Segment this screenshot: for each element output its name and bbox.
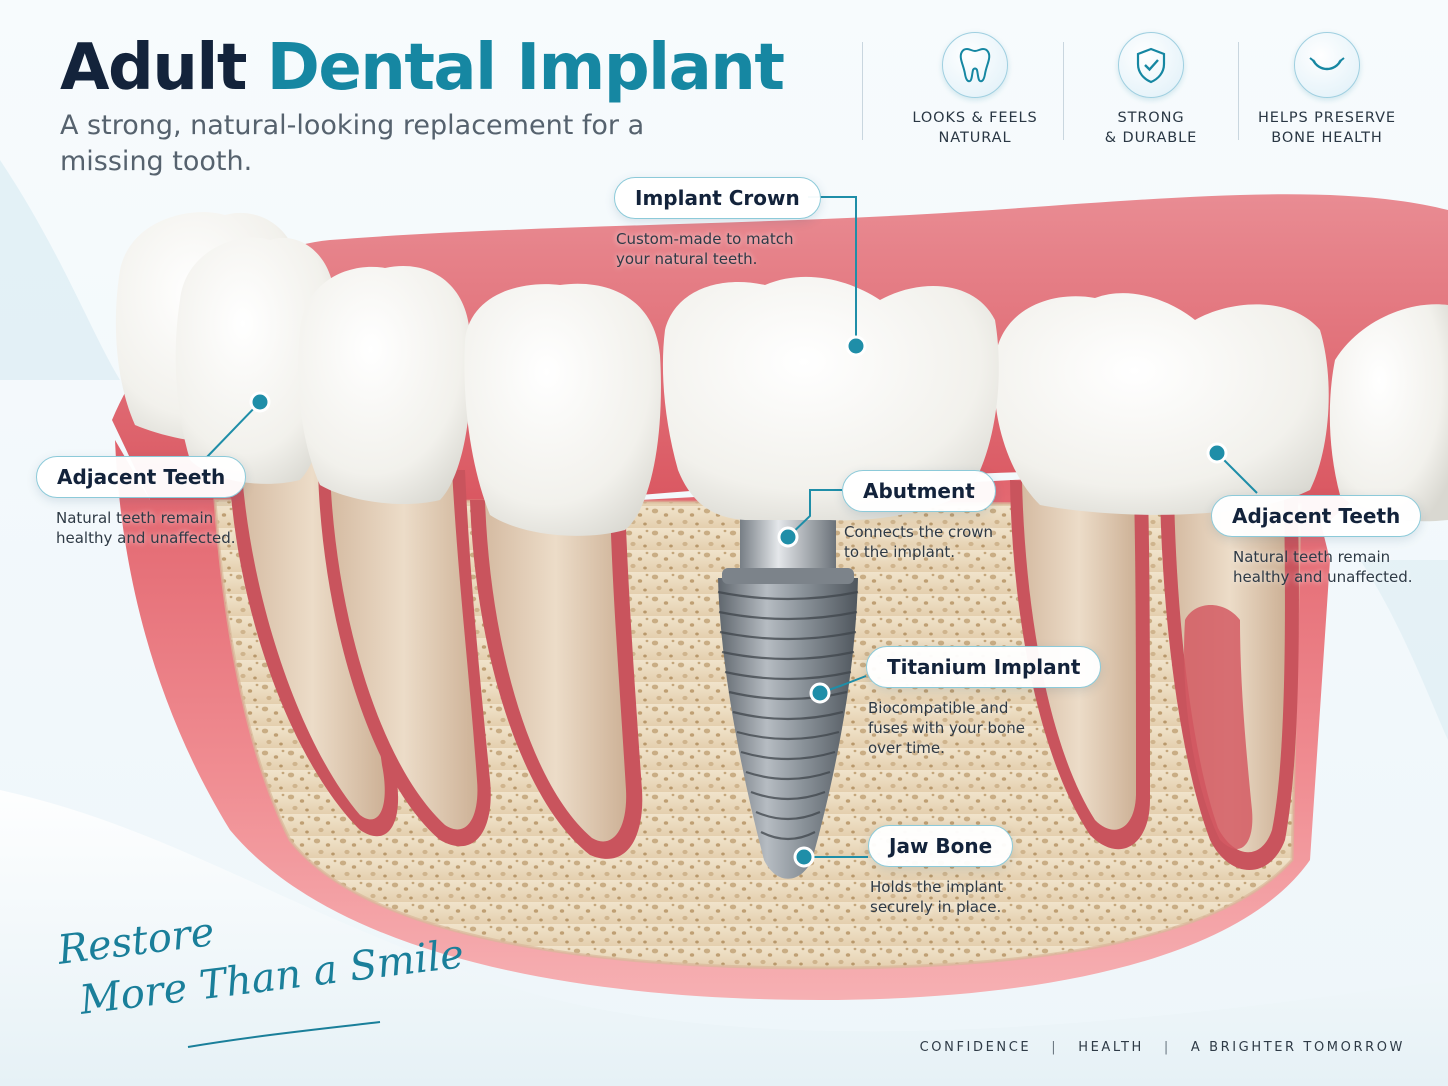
callout-adjacent-teeth-right: Adjacent Teeth Natural teeth remain heal… [1211,495,1422,587]
marker-dot-implant-crown[interactable] [845,335,867,357]
feature-durable-label: STRONG & DURABLE [1104,110,1198,146]
footer-item-confidence: CONFIDENCE [919,1040,1032,1055]
feature-bone-health-label: HELPS PRESERVE BONE HEALTH [1257,110,1396,146]
marker-dot-jaw-bone[interactable] [793,846,815,868]
leader-line-abutment [787,489,842,538]
feature-natural-label: LOOKS & FEELS NATURAL [912,110,1038,146]
feature-divider [1063,42,1064,140]
callout-adjacent-left-title: Adjacent Teeth [36,456,247,498]
tooth-icon [942,32,1008,98]
page-title: Adult Dental Implant [60,28,785,108]
callout-jaw-bone-desc: Holds the implant securely in place. [870,878,1004,916]
callout-implant-crown: Implant Crown Custom-made to match your … [614,177,821,269]
title-part-dark: Adult [60,31,247,105]
marker-dot-titanium-implant[interactable] [809,682,831,704]
callout-implant-crown-title: Implant Crown [614,177,821,219]
page-subtitle: A strong, natural-looking replacement fo… [60,110,645,177]
tagline: Restore More Than a Smile [55,909,466,1024]
titanium-implant-graphic [717,578,859,879]
callout-adjacent-right-desc: Natural teeth remain healthy and unaffec… [1233,548,1413,586]
shield-check-icon [1118,32,1184,98]
callout-adjacent-teeth-left: Adjacent Teeth Natural teeth remain heal… [36,456,247,548]
background-swoosh-left [0,160,120,380]
title-part-accent: Dental Implant [266,31,785,105]
footer-separator: | [1051,1040,1059,1055]
callout-titanium-implant-title: Titanium Implant [866,646,1102,688]
feature-divider [1238,42,1239,140]
feature-divider [862,42,863,140]
feature-durable: STRONG & DURABLE [1061,32,1241,148]
bottom-wave [0,790,1448,1086]
tagline-underline [187,1021,381,1048]
smile-icon [1294,32,1360,98]
footer-item-brighter-tomorrow: A BRIGHTER TOMORROW [1190,1040,1405,1055]
footer-item-health: HEALTH [1078,1040,1144,1055]
footer-values: CONFIDENCE | HEALTH | A BRIGHTER TOMORROW [920,1040,1405,1055]
callout-abutment-title: Abutment [842,470,996,512]
tooth-roots [228,440,1299,870]
leader-line-implant-crown [808,196,857,346]
marker-dot-adjacent-right[interactable] [1206,442,1228,464]
callout-adjacent-right-title: Adjacent Teeth [1211,495,1422,537]
abutment-graphic [722,512,854,584]
callout-jaw-bone: Jaw Bone Holds the implant securely in p… [868,825,1014,917]
callout-abutment: Abutment Connects the crown to the impla… [842,470,996,562]
leader-line-adjacent-left [205,401,261,459]
feature-bone-health: HELPS PRESERVE BONE HEALTH [1237,32,1417,148]
background-swoosh-right [1360,560,1448,740]
natural-teeth-crowns [115,212,1448,536]
callout-adjacent-left-desc: Natural teeth remain healthy and unaffec… [56,509,236,547]
implant-crown-graphic [662,276,999,521]
footer-separator: | [1163,1040,1171,1055]
feature-natural: LOOKS & FEELS NATURAL [885,32,1065,148]
marker-dot-abutment[interactable] [777,526,799,548]
callout-abutment-desc: Connects the crown to the implant. [844,523,994,561]
marker-dot-adjacent-left[interactable] [249,391,271,413]
callout-titanium-implant: Titanium Implant Biocompatible and fuses… [866,646,1102,758]
callout-implant-crown-desc: Custom-made to match your natural teeth. [616,230,794,268]
callout-titanium-implant-desc: Biocompatible and fuses with your bone o… [868,699,1025,757]
callout-jaw-bone-title: Jaw Bone [868,825,1014,867]
